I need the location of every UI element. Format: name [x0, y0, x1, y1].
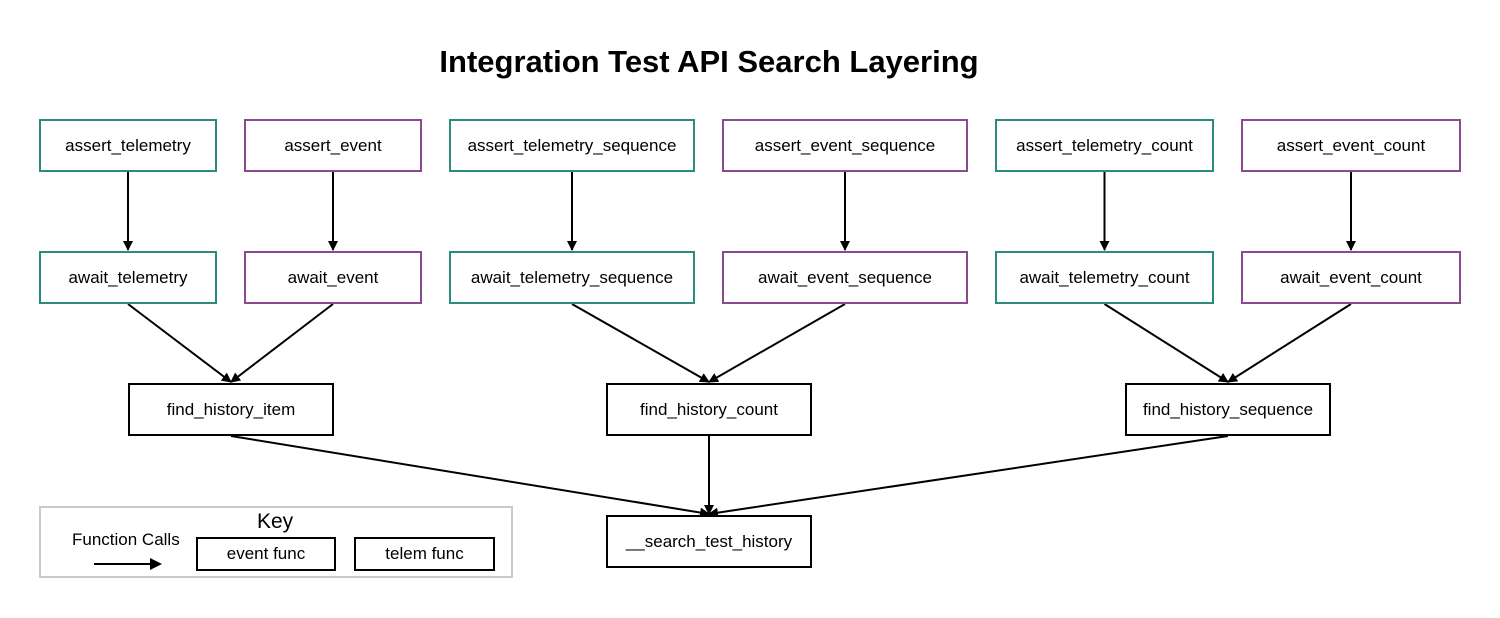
diagram-title: Integration Test API Search Layering [439, 44, 979, 79]
node-label: await_event [287, 267, 379, 287]
node-label: assert_telemetry_sequence [467, 135, 677, 155]
node-await-event-count: await_event_count [1241, 251, 1461, 304]
node-await-telemetry-sequence: await_telemetry_sequence [449, 251, 695, 304]
node-label: await_event_count [1280, 267, 1422, 287]
node-label: assert_telemetry [65, 135, 191, 155]
node-label: await_event_sequence [758, 267, 932, 287]
key-event-func: event func [196, 537, 336, 571]
edge-arrow [1227, 303, 1352, 383]
key-title: Key [257, 510, 294, 533]
node-label: assert_telemetry_count [1016, 135, 1193, 155]
node-label: assert_event_count [1276, 135, 1426, 155]
node-find-history-item: find_history_item [128, 383, 334, 436]
node-await-telemetry: await_telemetry [39, 251, 217, 304]
key-event-label: event func [226, 544, 306, 563]
node-find-history-count: find_history_count [606, 383, 812, 436]
key-telem-func: telem func [354, 537, 495, 571]
key-arrow-icon [94, 558, 162, 570]
node-await-telemetry-count: await_telemetry_count [995, 251, 1214, 304]
edge-arrow [1103, 303, 1229, 383]
key-function-calls-label: Function Calls [72, 530, 180, 549]
node-label: assert_event_sequence [754, 135, 936, 155]
node-label: await_telemetry_count [1019, 267, 1190, 287]
node-assert-event: assert_event [244, 119, 422, 172]
node-await-event: await_event [244, 251, 422, 304]
node-await-event-sequence: await_event_sequence [722, 251, 968, 304]
node-label: assert_event [284, 135, 382, 155]
node-assert-telemetry-sequence: assert_telemetry_sequence [449, 119, 695, 172]
node-assert-event-count: assert_event_count [1241, 119, 1461, 172]
edge-arrow [230, 303, 334, 383]
node-label: find_history_count [640, 399, 778, 419]
edge-arrow [230, 435, 710, 518]
node-label: find_history_item [166, 399, 296, 419]
node-label: await_telemetry [68, 267, 188, 287]
key-telem-label: telem func [385, 544, 464, 563]
edge-arrow [571, 303, 710, 383]
key-legend [39, 506, 513, 578]
node-label: find_history_sequence [1142, 399, 1314, 419]
node-assert-event-sequence: assert_event_sequence [722, 119, 968, 172]
edge-arrow [708, 435, 1229, 518]
node-label: __search_test_history [625, 531, 793, 551]
edge-arrow [708, 303, 846, 383]
edge-arrow [127, 303, 232, 383]
node-assert-telemetry: assert_telemetry [39, 119, 217, 172]
node-search-test-history: __search_test_history [606, 515, 812, 568]
node-assert-telemetry-count: assert_telemetry_count [995, 119, 1214, 172]
node-find-history-sequence: find_history_sequence [1125, 383, 1331, 436]
node-label: await_telemetry_sequence [470, 267, 674, 287]
